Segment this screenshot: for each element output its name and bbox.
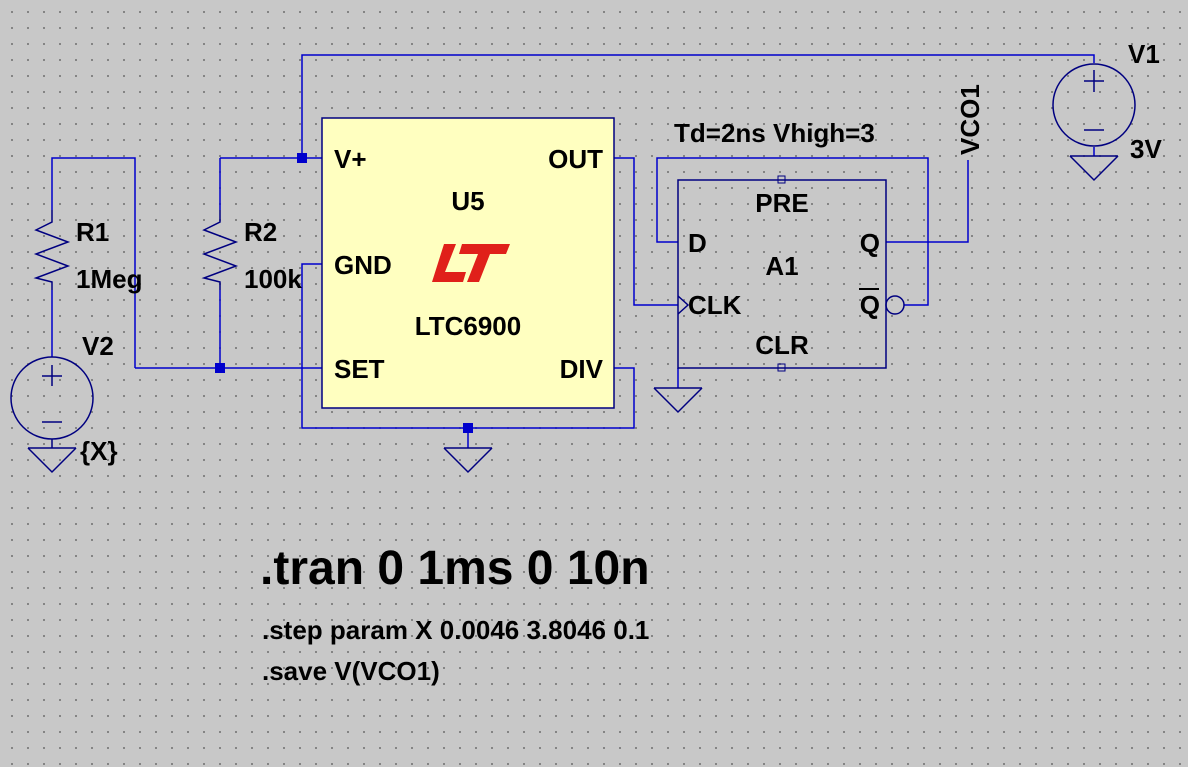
directive-tran[interactable]: .tran 0 1ms 0 10n <box>260 542 650 595</box>
wire-r1-loop[interactable] <box>51 157 136 368</box>
a1-pin-d: D <box>688 228 707 258</box>
a1-pin-pre: PRE <box>755 188 808 218</box>
a1-pin-q: Q <box>860 228 880 258</box>
u5-pin-set: SET <box>334 354 385 384</box>
a1-name-label: A1 <box>765 251 798 281</box>
dff-a1[interactable]: PRE D CLK CLR Q Q A1 Td=2ns Vhigh=3 <box>674 118 905 372</box>
net-label-vco1[interactable]: VCO1 <box>955 84 985 155</box>
directive-save[interactable]: .save V(VCO1) <box>262 656 440 686</box>
a1-pin-clk: CLK <box>688 290 742 320</box>
ground-icon <box>1069 155 1119 182</box>
r1-value-label: 1Meg <box>76 264 142 294</box>
r2-value-label: 100k <box>244 264 302 294</box>
v1-circle-icon <box>1052 63 1136 147</box>
v1-name-label: V1 <box>1128 39 1160 69</box>
pin-clr-marker <box>777 363 786 372</box>
a1-params-label: Td=2ns Vhigh=3 <box>674 118 875 148</box>
u5-pin-vplus: V+ <box>334 144 367 174</box>
u5-name-label: U5 <box>451 186 484 216</box>
ic-u5-body <box>321 117 615 409</box>
ground-icon <box>27 447 77 474</box>
v2-value-label: {X} <box>80 436 118 466</box>
clock-icon <box>677 295 690 315</box>
resistor-r2[interactable]: R2 100k <box>201 210 302 294</box>
resistor-r2-symbol <box>201 210 239 290</box>
a1-pin-clr: CLR <box>755 330 809 360</box>
junction-dot <box>215 363 225 373</box>
wire-qbar-d[interactable] <box>656 157 929 306</box>
wire-out-clk[interactable] <box>614 157 678 306</box>
r2-name-label: R2 <box>244 217 277 247</box>
voltage-source-v1[interactable]: V1 3V <box>1052 39 1162 164</box>
ic-u5[interactable]: V+ GND SET OUT DIV U5 LTC6900 <box>321 117 615 409</box>
voltage-source-v2[interactable]: V2 {X} <box>10 331 118 466</box>
pin-pre-marker <box>777 175 786 184</box>
v1-value-label: 3V <box>1130 134 1162 164</box>
dff-a1-body <box>677 179 887 369</box>
u5-part-label: LTC6900 <box>415 311 521 341</box>
r1-name-label: R1 <box>76 217 109 247</box>
directive-step[interactable]: .step param X 0.0046 3.8046 0.1 <box>262 615 649 645</box>
lt-logo-icon <box>432 244 510 282</box>
ground-icon <box>443 447 493 474</box>
ground-icon <box>653 387 703 414</box>
junctions <box>215 153 473 433</box>
junction-dot <box>463 423 473 433</box>
qbar-bubble-icon <box>885 295 905 315</box>
junction-dot <box>297 153 307 163</box>
a1-pin-qbar: Q <box>860 290 880 320</box>
resistor-r1-symbol <box>33 210 71 290</box>
wires <box>51 54 1095 448</box>
v2-name-label: V2 <box>82 331 114 361</box>
wire-v1-vplus[interactable] <box>301 54 1095 158</box>
resistor-r1[interactable]: R1 1Meg <box>33 210 142 294</box>
u5-pin-out: OUT <box>548 144 603 174</box>
wire-q-vco1[interactable] <box>886 160 969 243</box>
u5-pin-div: DIV <box>560 354 604 384</box>
u5-pin-gnd: GND <box>334 250 392 280</box>
